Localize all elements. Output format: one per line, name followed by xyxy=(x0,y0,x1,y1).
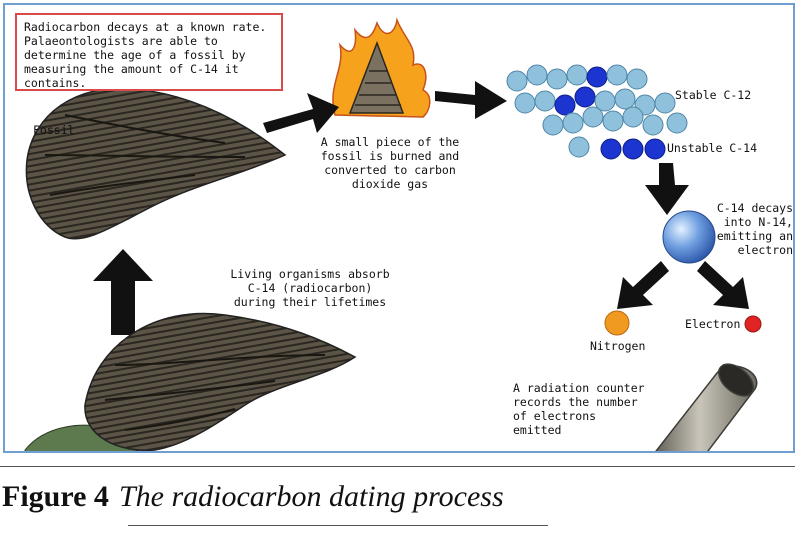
c12-atom xyxy=(566,64,588,86)
arrow-burn-to-atoms xyxy=(435,81,507,119)
decaying-atom xyxy=(662,210,716,264)
label-fossil: Fossil xyxy=(33,123,75,137)
intro-note: Radiocarbon decays at a known rate. Pala… xyxy=(15,13,283,91)
c12-atom xyxy=(642,114,664,136)
c14-atom xyxy=(600,138,622,160)
caption-rule-top xyxy=(0,466,795,467)
label-counter: A radiation counter records the number o… xyxy=(513,381,645,437)
arrow-decay-to-nitrogen xyxy=(617,261,669,309)
label-electron: Electron xyxy=(685,317,741,331)
c12-atom xyxy=(582,106,604,128)
c12-atom xyxy=(626,68,648,90)
arrow-atoms-to-decay xyxy=(645,163,689,215)
c12-atom xyxy=(506,70,528,92)
c12-atom xyxy=(606,64,628,86)
figure-caption: Figure 4 The radiocarbon dating process xyxy=(2,480,504,514)
c12-atom xyxy=(614,88,636,110)
label-stable-c12: Stable C-12 xyxy=(675,88,752,102)
c12-atom xyxy=(602,110,624,132)
c12-atom xyxy=(542,114,564,136)
c14-atom xyxy=(622,138,644,160)
c12-atom xyxy=(568,136,590,158)
c12-atom xyxy=(546,68,568,90)
c14-atom xyxy=(644,138,666,160)
fossil-shell xyxy=(25,87,287,240)
atom-cluster xyxy=(506,64,688,160)
label-living: Living organisms absorb C-14 (radiocarbo… xyxy=(230,267,390,309)
c12-atom xyxy=(562,112,584,134)
arrow-fossil-to-burn xyxy=(263,93,339,133)
figure-title: The radiocarbon dating process xyxy=(118,480,504,513)
living-snail xyxy=(24,312,357,451)
caption-rule-under xyxy=(128,525,548,526)
nitrogen-particle xyxy=(604,310,630,336)
label-decay: C-14 decays into N-14, emitting an elect… xyxy=(716,201,793,257)
arrow-decay-to-electron xyxy=(697,261,749,309)
c12-atom xyxy=(654,92,676,114)
c12-atom xyxy=(622,106,644,128)
c14-atom xyxy=(554,94,576,116)
diagram-artwork xyxy=(24,17,762,451)
c14-atom xyxy=(574,86,596,108)
label-nitrogen: Nitrogen xyxy=(590,339,646,353)
c12-atom xyxy=(526,64,548,86)
c14-atom xyxy=(586,66,608,88)
electron-particle xyxy=(744,315,762,333)
c12-atom xyxy=(514,92,536,114)
arrow-living-to-fossil xyxy=(93,249,153,335)
c12-atom xyxy=(666,112,688,134)
diagram-frame: Radiocarbon decays at a known rate. Pala… xyxy=(3,3,795,453)
label-unstable-c14: Unstable C-14 xyxy=(667,141,758,155)
figure-number: Figure 4 xyxy=(2,480,109,513)
c12-atom xyxy=(534,90,556,112)
radiation-counter xyxy=(655,363,758,451)
label-burn: A small piece of the fossil is burned an… xyxy=(320,135,460,191)
burning-sample xyxy=(332,17,431,118)
